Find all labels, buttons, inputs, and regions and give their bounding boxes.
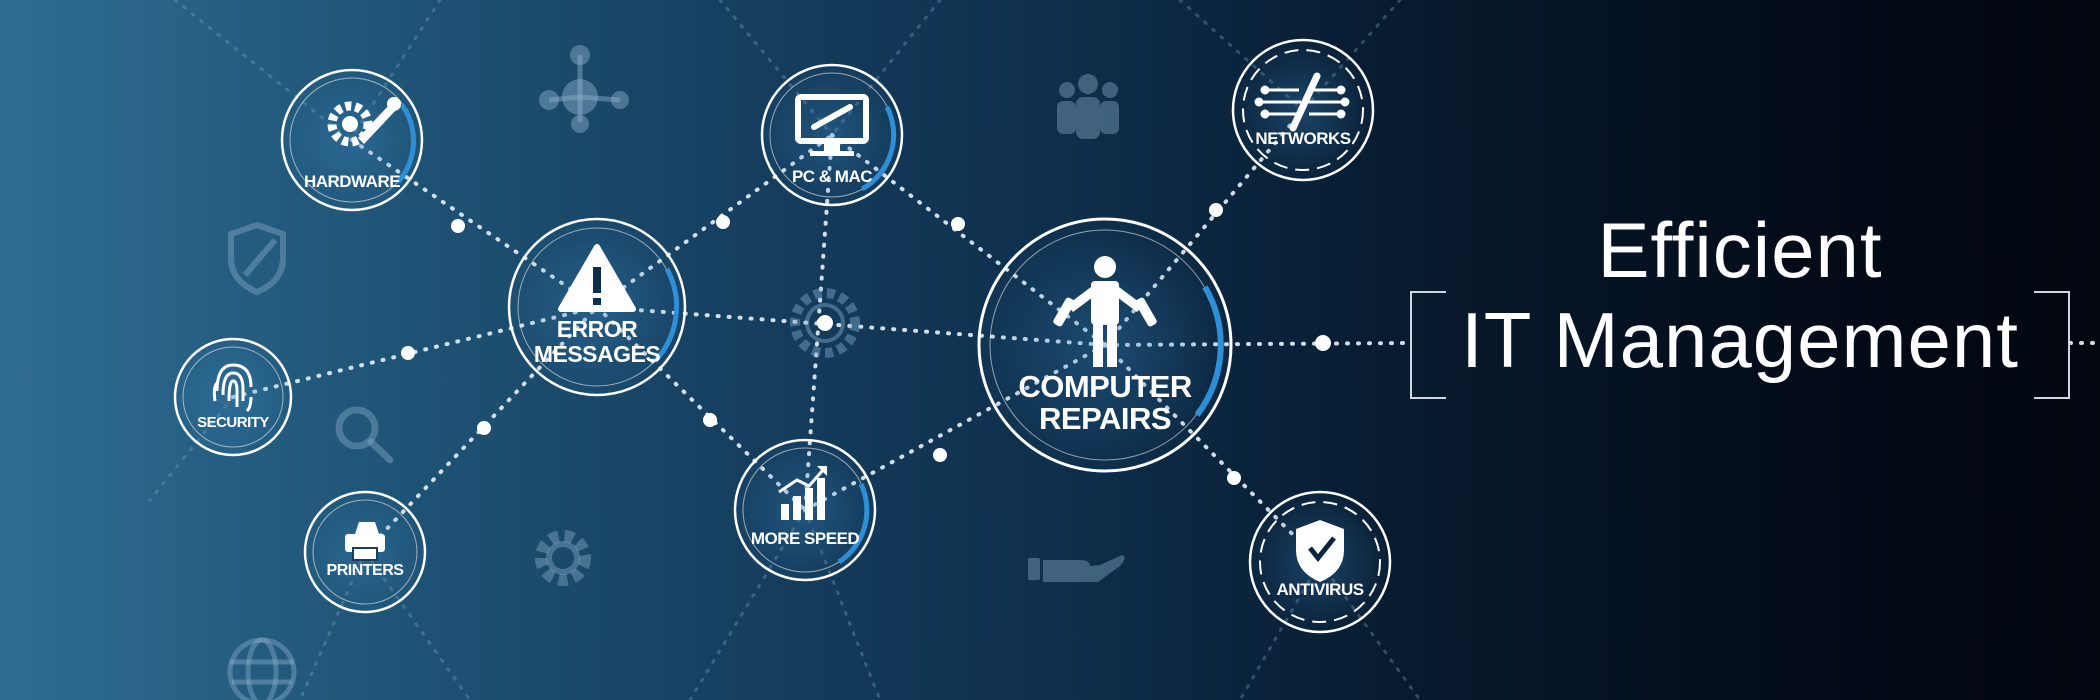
- node-security: SECURITY: [171, 335, 295, 459]
- headline: Efficient IT Management: [1410, 205, 2070, 405]
- globe-icon: [227, 637, 297, 700]
- connection-dot: [451, 219, 465, 233]
- connection-dot: [401, 346, 415, 360]
- connection-dot: [1209, 203, 1223, 217]
- headline-line2: IT Management: [1461, 296, 2019, 384]
- connection-dot: [933, 448, 947, 462]
- security-label: SECURITY: [197, 414, 269, 431]
- node-pc-mac: PC & MAC: [758, 61, 906, 209]
- antivirus-label: ANTIVIRUS: [1276, 580, 1363, 599]
- connection-dot: [477, 421, 491, 435]
- search-icon: [335, 406, 394, 464]
- hub-gear-icon: [790, 288, 860, 358]
- warning-icon: [558, 244, 636, 312]
- printers-label: PRINTERS: [327, 562, 405, 579]
- growth-chart-icon: [778, 466, 827, 520]
- connection-dots: [401, 203, 1331, 485]
- error-label-line2: MESSAGES: [534, 341, 661, 367]
- connection-dot: [951, 217, 965, 231]
- fingerprint-icon: [212, 363, 253, 413]
- right-bracket: [2034, 291, 2070, 399]
- repairman-icon: [1053, 256, 1157, 367]
- node-networks: NETWORKS: [1229, 36, 1377, 184]
- node-printers: PRINTERS: [301, 488, 429, 616]
- printer-icon: [345, 522, 385, 561]
- networks-label: NETWORKS: [1255, 129, 1350, 148]
- node-more-speed: MORE SPEED: [731, 436, 879, 584]
- connection-dot: [1315, 335, 1331, 351]
- monitor-icon: [795, 94, 869, 156]
- circuit-wrench-icon: [1254, 72, 1350, 132]
- node-hardware: HARDWARE: [278, 66, 426, 214]
- headline-bracket-frame: IT Management: [1410, 287, 2070, 399]
- hand-icon: [1028, 555, 1125, 582]
- gear-wrench-icon: [327, 97, 401, 147]
- node-computer-repairs: COMPUTER REPAIRS: [975, 215, 1235, 475]
- connection-dot: [703, 413, 717, 427]
- pc-mac-label: PC & MAC: [792, 167, 872, 186]
- error-label-line1: ERROR: [557, 316, 638, 342]
- team-icon: [1057, 74, 1119, 139]
- node-antivirus: ANTIVIRUS: [1246, 488, 1394, 636]
- hardware-label: HARDWARE: [304, 172, 400, 191]
- molecule-icon: [539, 45, 629, 133]
- headline-line1: Efficient: [1597, 206, 1883, 294]
- connection-dot: [1227, 471, 1241, 485]
- left-bracket: [1410, 291, 1446, 399]
- shield-check-icon: [1296, 520, 1344, 582]
- shield-icon: [228, 221, 286, 296]
- more-speed-label: MORE SPEED: [751, 529, 860, 548]
- connection-dot: [716, 215, 730, 229]
- repairs-label-line1: COMPUTER: [1018, 369, 1192, 404]
- node-error-messages: ERROR MESSAGES: [505, 215, 689, 399]
- gear-icon: [535, 530, 591, 586]
- repairs-label-line2: REPAIRS: [1039, 401, 1171, 436]
